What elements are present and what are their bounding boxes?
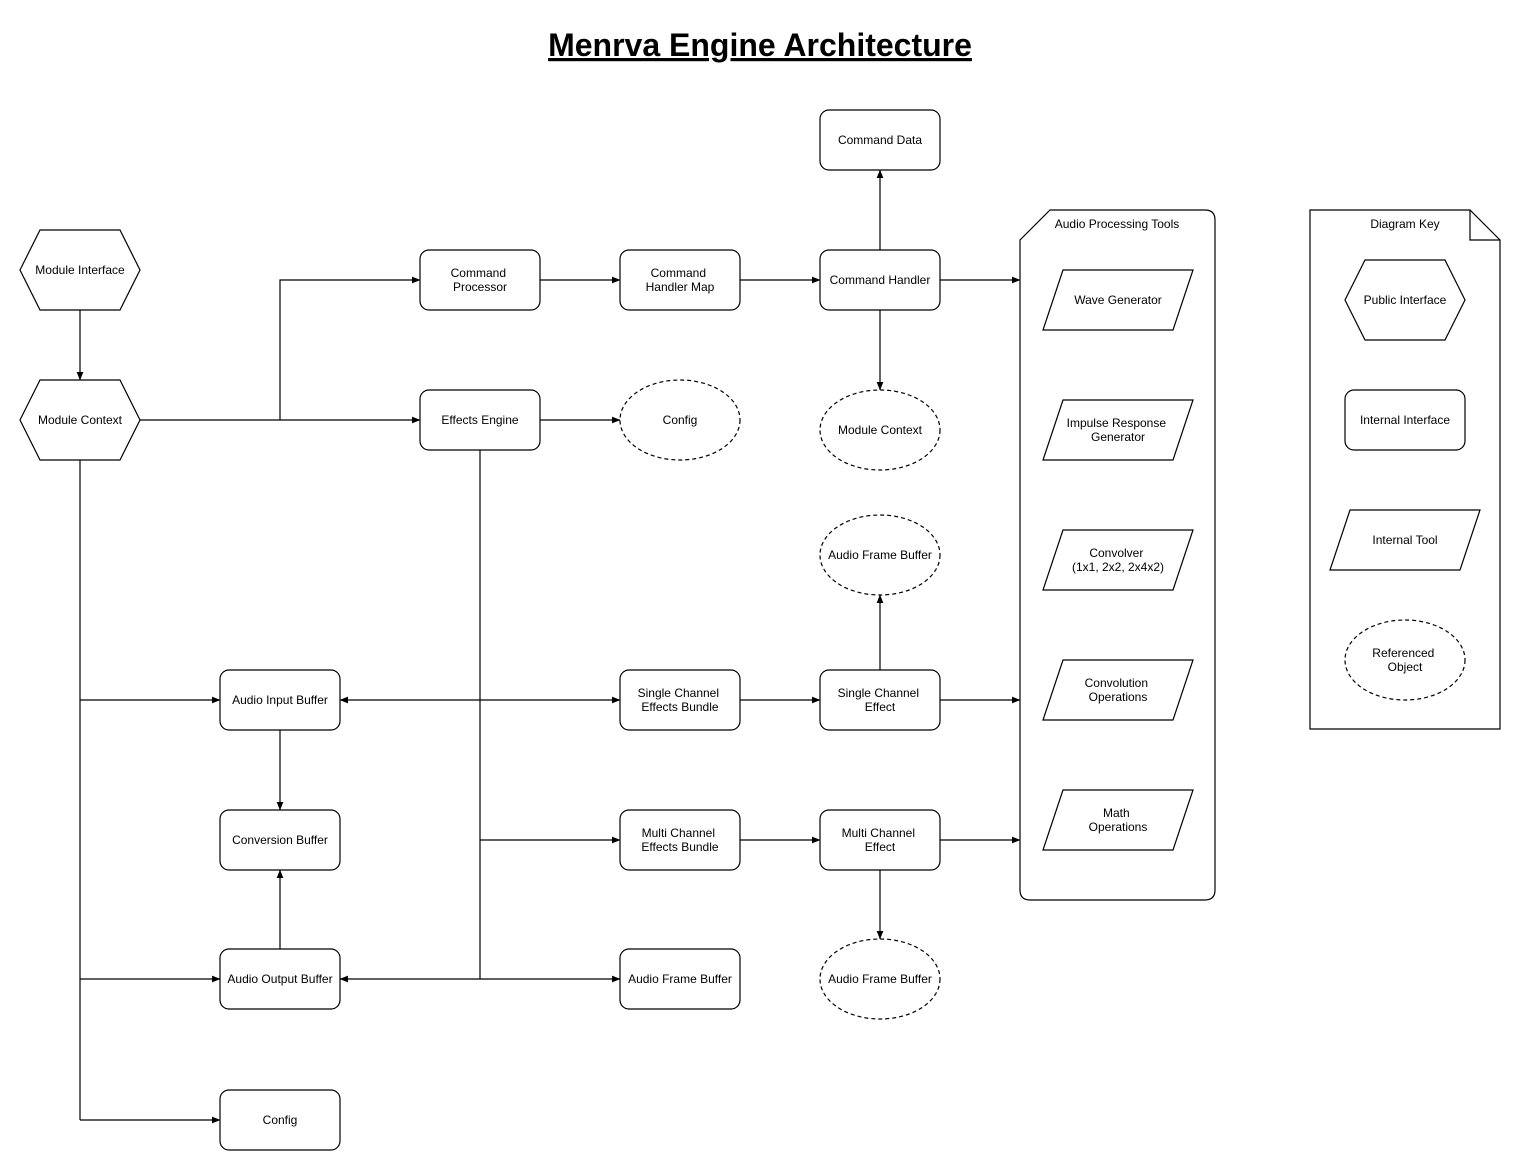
- tool-impulse-response-generator[interactable]: Impulse Response Generator: [1042, 399, 1194, 461]
- node-single-channel-effect-line-2: Effect: [865, 700, 896, 714]
- tool-convolver[interactable]: Convolver (1x1, 2x2, 2x4x2): [1042, 529, 1194, 591]
- node-config-reference[interactable]: Config: [619, 379, 741, 461]
- node-module-interface[interactable]: Module Interface: [19, 229, 141, 311]
- node-multi-channel-effects-bundle-line-1: Multi Channel: [642, 826, 715, 840]
- node-conversion-buffer-label: Conversion Buffer: [232, 833, 328, 847]
- tool-convolver-line-2: (1x1, 2x2, 2x4x2): [1072, 560, 1164, 574]
- node-command-processor-line-1: Command: [451, 266, 506, 280]
- node-audio-frame-buffer-reference-top[interactable]: Audio Frame Buffer: [819, 514, 941, 596]
- tool-convolution-operations-line-2: Operations: [1089, 690, 1148, 704]
- node-conversion-buffer[interactable]: Conversion Buffer: [219, 809, 341, 871]
- node-audio-input-buffer-label: Audio Input Buffer: [232, 693, 328, 707]
- node-multi-channel-effect-label: Multi Channel Effect: [842, 826, 919, 854]
- node-command-processor-line-2: Processor: [453, 280, 507, 294]
- node-single-channel-effects-bundle-line-1: Single Channel: [638, 686, 719, 700]
- node-module-interface-label: Module Interface: [35, 263, 125, 277]
- diagram-title: Menrva Engine Architecture: [548, 27, 972, 63]
- key-internal-interface: Internal Interface: [1344, 389, 1466, 451]
- node-command-handler-map-line-2: Handler Map: [646, 280, 715, 294]
- tool-convolution-operations[interactable]: Convolution Operations: [1042, 659, 1194, 721]
- node-multi-channel-effects-bundle-label: Multi Channel Effects Bundle: [641, 826, 718, 854]
- tool-wave-generator[interactable]: Wave Generator: [1042, 269, 1194, 331]
- node-command-data-label: Command Data: [838, 133, 922, 147]
- tool-math-operations[interactable]: Math Operations: [1042, 789, 1194, 851]
- tool-convolver-line-1: Convolver: [1089, 546, 1143, 560]
- node-multi-channel-effects-bundle[interactable]: Multi Channel Effects Bundle: [619, 809, 741, 871]
- diagram-key-page-fold: [1469, 210, 1500, 241]
- key-referenced-object: Referenced Object: [1344, 619, 1466, 701]
- node-multi-channel-effect-line-2: Effect: [865, 840, 896, 854]
- node-multi-channel-effect-line-1: Multi Channel: [842, 826, 915, 840]
- audio-processing-tools-title: Audio Processing Tools: [1055, 217, 1180, 231]
- tool-math-operations-line-2: Operations: [1089, 820, 1148, 834]
- connector-edges: [76, 169, 1021, 1124]
- node-audio-frame-buffer-reference-bottom-label: Audio Frame Buffer: [828, 972, 932, 986]
- edge-module-context-to-command-processor: [279, 276, 421, 420]
- node-multi-channel-effects-bundle-line-2: Effects Bundle: [641, 840, 718, 854]
- node-module-context-label: Module Context: [38, 413, 123, 427]
- node-single-channel-effects-bundle-line-2: Effects Bundle: [641, 700, 718, 714]
- tool-impulse-response-generator-label: Impulse Response Generator: [1067, 416, 1170, 444]
- key-public-interface-label: Public Interface: [1364, 293, 1447, 307]
- node-audio-frame-buffer[interactable]: Audio Frame Buffer: [619, 948, 741, 1010]
- node-config-reference-label: Config: [663, 413, 698, 427]
- key-internal-tool-label: Internal Tool: [1372, 533, 1437, 547]
- node-audio-frame-buffer-label: Audio Frame Buffer: [628, 972, 732, 986]
- node-audio-output-buffer-label: Audio Output Buffer: [227, 972, 332, 986]
- key-internal-tool: Internal Tool: [1329, 509, 1481, 571]
- diagram-key-title: Diagram Key: [1370, 217, 1439, 231]
- node-command-processor[interactable]: Command Processor: [419, 249, 541, 311]
- node-module-context[interactable]: Module Context: [19, 379, 141, 461]
- node-command-handler-label: Command Handler: [830, 273, 931, 287]
- node-command-handler-map[interactable]: Command Handler Map: [619, 249, 741, 311]
- tool-math-operations-label: Math Operations: [1089, 806, 1148, 834]
- node-effects-engine[interactable]: Effects Engine: [419, 389, 541, 451]
- node-config[interactable]: Config: [219, 1089, 341, 1151]
- tool-math-operations-line-1: Math: [1103, 806, 1130, 820]
- key-internal-interface-label: Internal Interface: [1360, 413, 1450, 427]
- node-single-channel-effects-bundle[interactable]: Single Channel Effects Bundle: [619, 669, 741, 731]
- node-command-handler-map-line-1: Command: [651, 266, 706, 280]
- node-command-handler-map-label: Command Handler Map: [646, 266, 715, 294]
- node-audio-frame-buffer-reference-top-label: Audio Frame Buffer: [828, 548, 932, 562]
- key-referenced-object-label: Referenced Object: [1372, 646, 1437, 674]
- tool-convolution-operations-label: Convolution Operations: [1085, 676, 1152, 704]
- node-command-processor-label: Command Processor: [451, 266, 510, 294]
- node-module-context-reference[interactable]: Module Context: [819, 389, 941, 471]
- node-audio-output-buffer[interactable]: Audio Output Buffer: [219, 948, 341, 1010]
- tool-wave-generator-label: Wave Generator: [1074, 293, 1162, 307]
- key-referenced-object-line-1: Referenced: [1372, 646, 1434, 660]
- tool-convolver-label: Convolver (1x1, 2x2, 2x4x2): [1072, 546, 1164, 574]
- node-module-context-reference-label: Module Context: [838, 423, 923, 437]
- diagram-key-panel: Diagram Key Public Interface Internal In…: [1309, 209, 1501, 730]
- key-referenced-object-line-2: Object: [1388, 660, 1423, 674]
- node-multi-channel-effect[interactable]: Multi Channel Effect: [819, 809, 941, 871]
- tool-impulse-response-generator-line-2: Generator: [1091, 430, 1145, 444]
- node-audio-frame-buffer-reference-bottom[interactable]: Audio Frame Buffer: [819, 938, 941, 1020]
- node-single-channel-effects-bundle-label: Single Channel Effects Bundle: [638, 686, 723, 714]
- node-command-data[interactable]: Command Data: [819, 109, 941, 171]
- tool-convolution-operations-line-1: Convolution: [1085, 676, 1148, 690]
- node-single-channel-effect-label: Single Channel Effect: [838, 686, 923, 714]
- node-single-channel-effect-line-1: Single Channel: [838, 686, 919, 700]
- audio-processing-tools-panel[interactable]: Audio Processing Tools Wave Generator Im…: [1019, 209, 1216, 901]
- node-config-label: Config: [263, 1113, 298, 1127]
- node-command-handler[interactable]: Command Handler: [819, 249, 941, 311]
- node-single-channel-effect[interactable]: Single Channel Effect: [819, 669, 941, 731]
- key-public-interface: Public Interface: [1344, 259, 1466, 341]
- node-effects-engine-label: Effects Engine: [441, 413, 518, 427]
- node-audio-input-buffer[interactable]: Audio Input Buffer: [219, 669, 341, 731]
- tool-impulse-response-generator-line-1: Impulse Response: [1067, 416, 1167, 430]
